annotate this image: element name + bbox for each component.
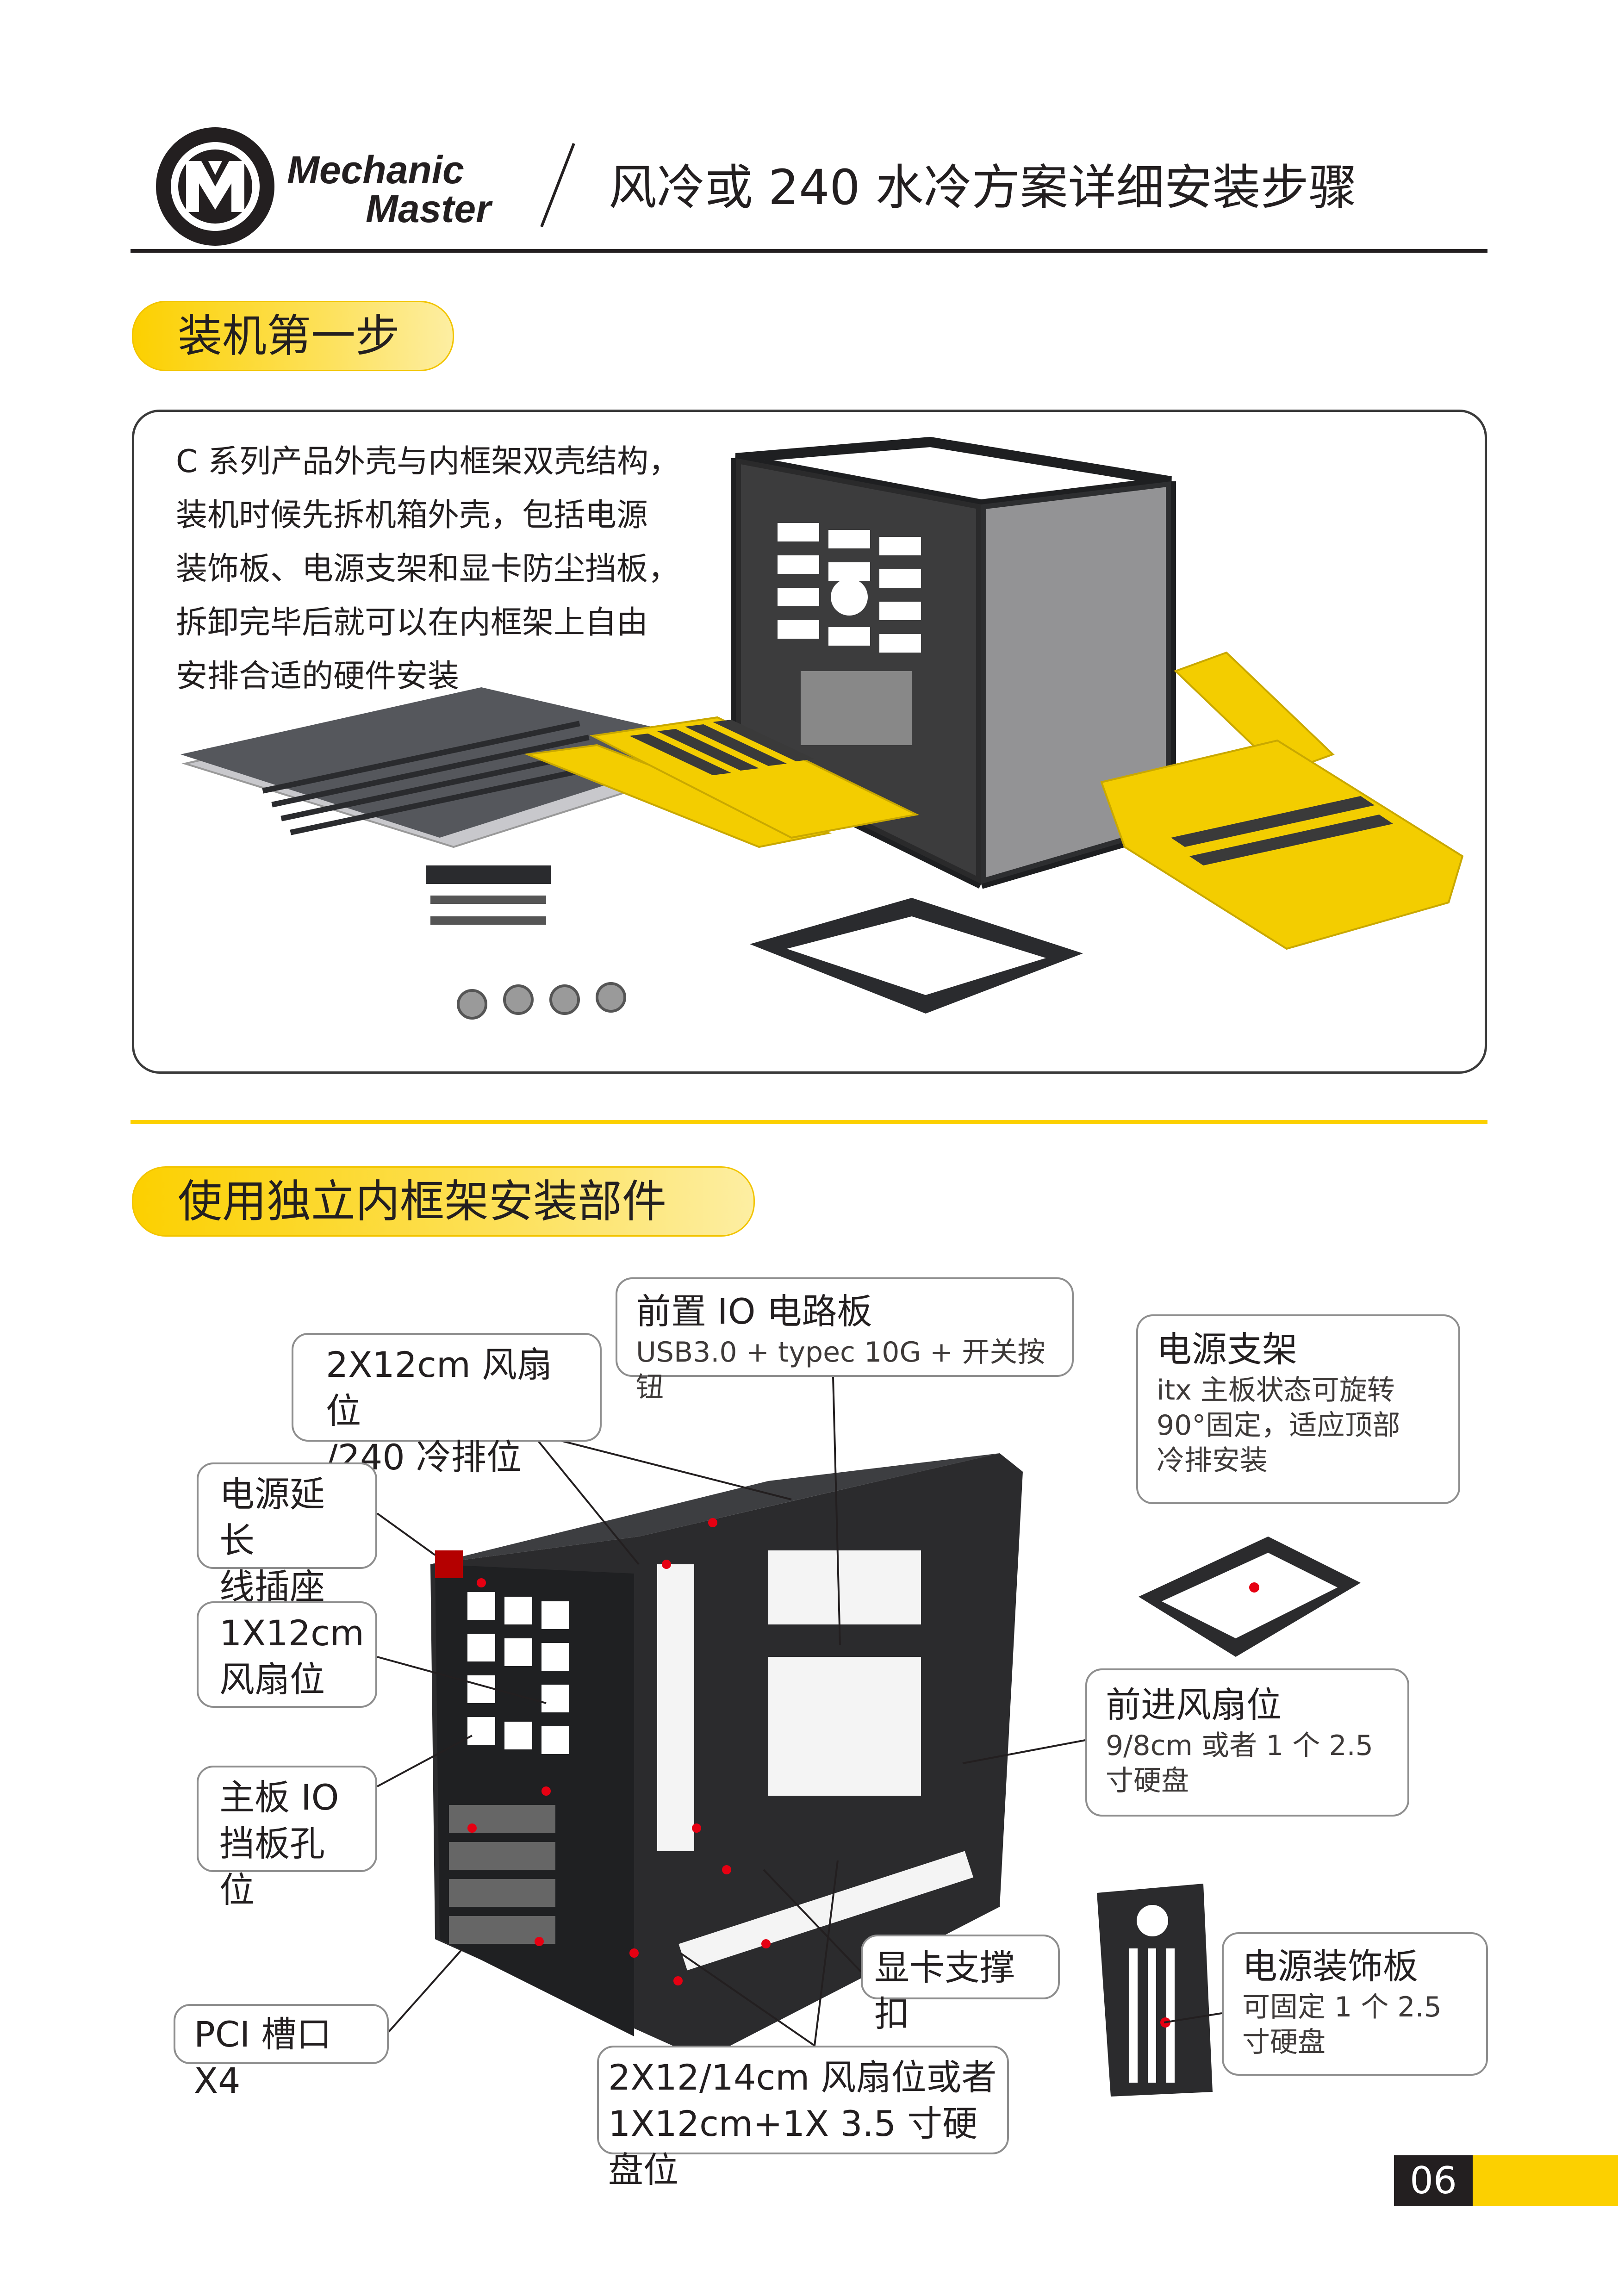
callout-front-fan-title: 前进风扇位 xyxy=(1106,1684,1282,1725)
callout-psu-extension: 电源延长 线插座 xyxy=(197,1462,377,1607)
callout-front-io: 前置 IO 电路板 USB3.0 + typec 10G + 开关按钮 xyxy=(616,1277,1074,1404)
callout-gpu-bracket-title: 显卡支撑扣 xyxy=(874,1947,1015,2035)
callout-pci-slots-title: PCI 槽口 X4 xyxy=(194,2014,332,2101)
callout-front-io-title: 前置 IO 电路板 xyxy=(636,1291,872,1332)
callout-gpu-bracket: 显卡支撑扣 xyxy=(861,1935,1060,2035)
intro-text: C 系列产品外壳与内框架双壳结构， 装机时候先拆机箱外壳，包括电源 装饰板、电源… xyxy=(176,435,680,703)
page-number-tab: 06 xyxy=(1394,2155,1618,2206)
callout-bottom-fan-line1: 2X12/14cm 风扇位或者 xyxy=(608,2057,997,2098)
exploded-parts-illustration xyxy=(180,436,1464,1020)
callout-psu-bracket-sub3: 冷排安装 xyxy=(1157,1444,1268,1477)
brand-logo-icon xyxy=(156,127,274,246)
callout-bottom-fan-line2: 1X12cm+1X 3.5 寸硬盘位 xyxy=(608,2103,978,2190)
callout-io-shield-line2: 挡板孔位 xyxy=(219,1823,325,1910)
callout-front-fan-sub1: 9/8cm 或者 1 个 2.5 xyxy=(1106,1730,1373,1762)
callout-front-fan: 前进风扇位 9/8cm 或者 1 个 2.5 寸硬盘 xyxy=(1085,1668,1409,1817)
callout-psu-cover-sub2: 寸硬盘 xyxy=(1242,2026,1326,2059)
title-divider xyxy=(540,143,575,228)
intro-line: 拆卸完毕后就可以在内框架上自由 xyxy=(176,604,648,641)
callout-psu-cover-sub1: 可固定 1 个 2.5 xyxy=(1242,1991,1442,2023)
callout-psu-bracket-sub1: itx 主板状态可旋转 xyxy=(1157,1374,1395,1406)
section-pill-frame-parts: 使用独立内框架安装部件 xyxy=(132,1166,755,1237)
brand-line1: Mechanic xyxy=(287,148,464,192)
callout-psu-extension-line2: 线插座 xyxy=(219,1566,325,1607)
header-rule xyxy=(131,249,1487,253)
callout-io-shield-line1: 主板 IO xyxy=(219,1777,339,1818)
intro-line: 安排合适的硬件安装 xyxy=(176,658,460,695)
psu-bracket-illustration xyxy=(1139,1537,1361,1657)
psu-cover-illustration xyxy=(1097,1884,1213,2097)
page-number: 06 xyxy=(1394,2155,1473,2206)
intro-line: C 系列产品外壳与内框架双壳结构， xyxy=(176,443,680,480)
section-pill-step1: 装机第一步 xyxy=(132,301,454,371)
callout-front-fan-sub2: 寸硬盘 xyxy=(1106,1765,1189,1797)
brand-line2: Master xyxy=(366,187,491,230)
callout-rear-fan: 1X12cm 风扇位 xyxy=(197,1601,377,1708)
callout-psu-bracket-title: 电源支架 xyxy=(1157,1329,1297,1370)
disassembly-panel xyxy=(132,410,1487,1074)
intro-line: 装饰板、电源支架和显卡防尘挡板， xyxy=(176,551,680,587)
callout-top-fan: 2X12cm 风扇位 /240 冷排位 xyxy=(292,1333,602,1478)
callout-io-shield: 主板 IO 挡板孔位 xyxy=(197,1766,377,1910)
inner-frame-illustration xyxy=(430,1453,1023,2060)
callout-psu-cover-title: 电源装饰板 xyxy=(1242,1946,1418,1987)
intro-line: 装机时候先拆机箱外壳，包括电源 xyxy=(176,497,648,534)
callout-front-io-sub: USB3.0 + typec 10G + 开关按钮 xyxy=(636,1336,1045,1404)
callout-psu-extension-line1: 电源延长 xyxy=(219,1474,325,1561)
callout-top-fan-line1: 2X12cm 风扇位 xyxy=(326,1344,553,1431)
callout-rear-fan-line1: 1X12cm xyxy=(219,1612,364,1654)
brand-wordmark: Mechanic Master xyxy=(287,150,491,228)
callout-psu-bracket-sub2: 90°固定，适应顶部 xyxy=(1157,1409,1400,1442)
callout-rear-fan-line2: 风扇位 xyxy=(219,1659,325,1700)
section-divider xyxy=(131,1120,1487,1124)
callout-bottom-fan: 2X12/14cm 风扇位或者 1X12cm+1X 3.5 寸硬盘位 xyxy=(597,2046,1009,2190)
callout-psu-cover: 电源装饰板 可固定 1 个 2.5 寸硬盘 xyxy=(1222,1932,1488,2076)
page-title: 风冷或 240 水冷方案详细安装步骤 xyxy=(609,159,1357,216)
callout-psu-bracket: 电源支架 itx 主板状态可旋转 90°固定，适应顶部 冷排安装 xyxy=(1136,1314,1460,1504)
callout-pci-slots: PCI 槽口 X4 xyxy=(174,2004,389,2101)
